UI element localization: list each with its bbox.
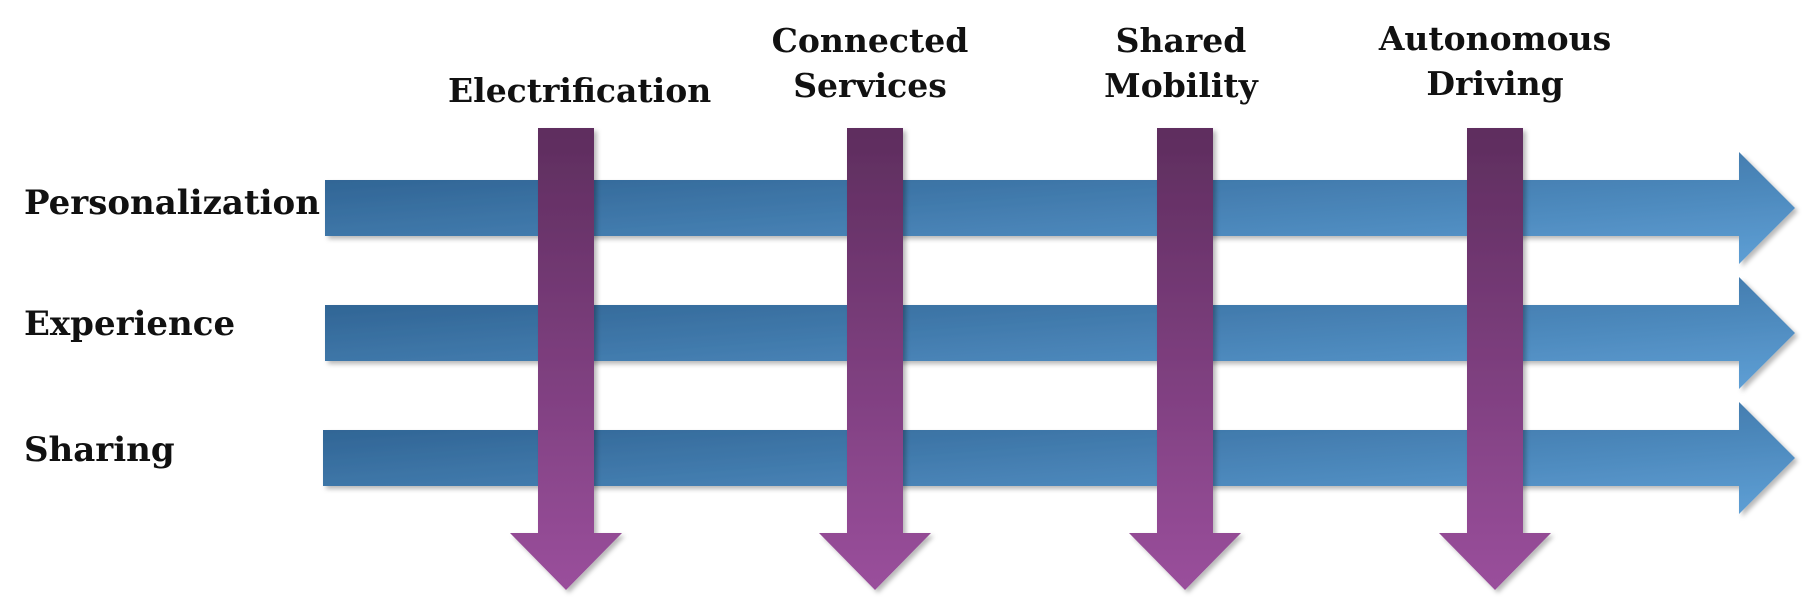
column-label-shared-mobility: Shared Mobility xyxy=(1056,18,1306,108)
column-arrow-autonomous-driving xyxy=(1439,128,1551,590)
row-label-sharing: Sharing xyxy=(24,430,175,470)
column-label-autonomous-driving-line-1: Autonomous xyxy=(1378,19,1612,58)
row-arrow-experience xyxy=(325,277,1795,389)
row-arrow-personalization xyxy=(325,152,1795,264)
row-arrow-sharing xyxy=(323,402,1795,514)
column-arrow-connected-services xyxy=(819,128,931,590)
column-label-connected-services: Connected Services xyxy=(745,18,995,108)
column-label-electrification: Electrification xyxy=(448,68,712,113)
row-label-experience: Experience xyxy=(24,304,236,344)
column-label-connected-services-line-2: Services xyxy=(793,66,947,105)
column-label-shared-mobility-line-2: Mobility xyxy=(1104,66,1258,105)
column-label-electrification-line-1: Electrification xyxy=(448,71,712,110)
column-label-autonomous-driving: Autonomous Driving xyxy=(1370,16,1620,106)
column-label-shared-mobility-line-1: Shared xyxy=(1115,21,1247,60)
row-label-personalization: Personalization xyxy=(24,183,320,223)
column-label-connected-services-line-1: Connected xyxy=(771,21,969,60)
column-label-autonomous-driving-line-2: Driving xyxy=(1426,64,1564,103)
column-arrow-electrification xyxy=(510,128,622,590)
column-arrow-shared-mobility xyxy=(1129,128,1241,590)
